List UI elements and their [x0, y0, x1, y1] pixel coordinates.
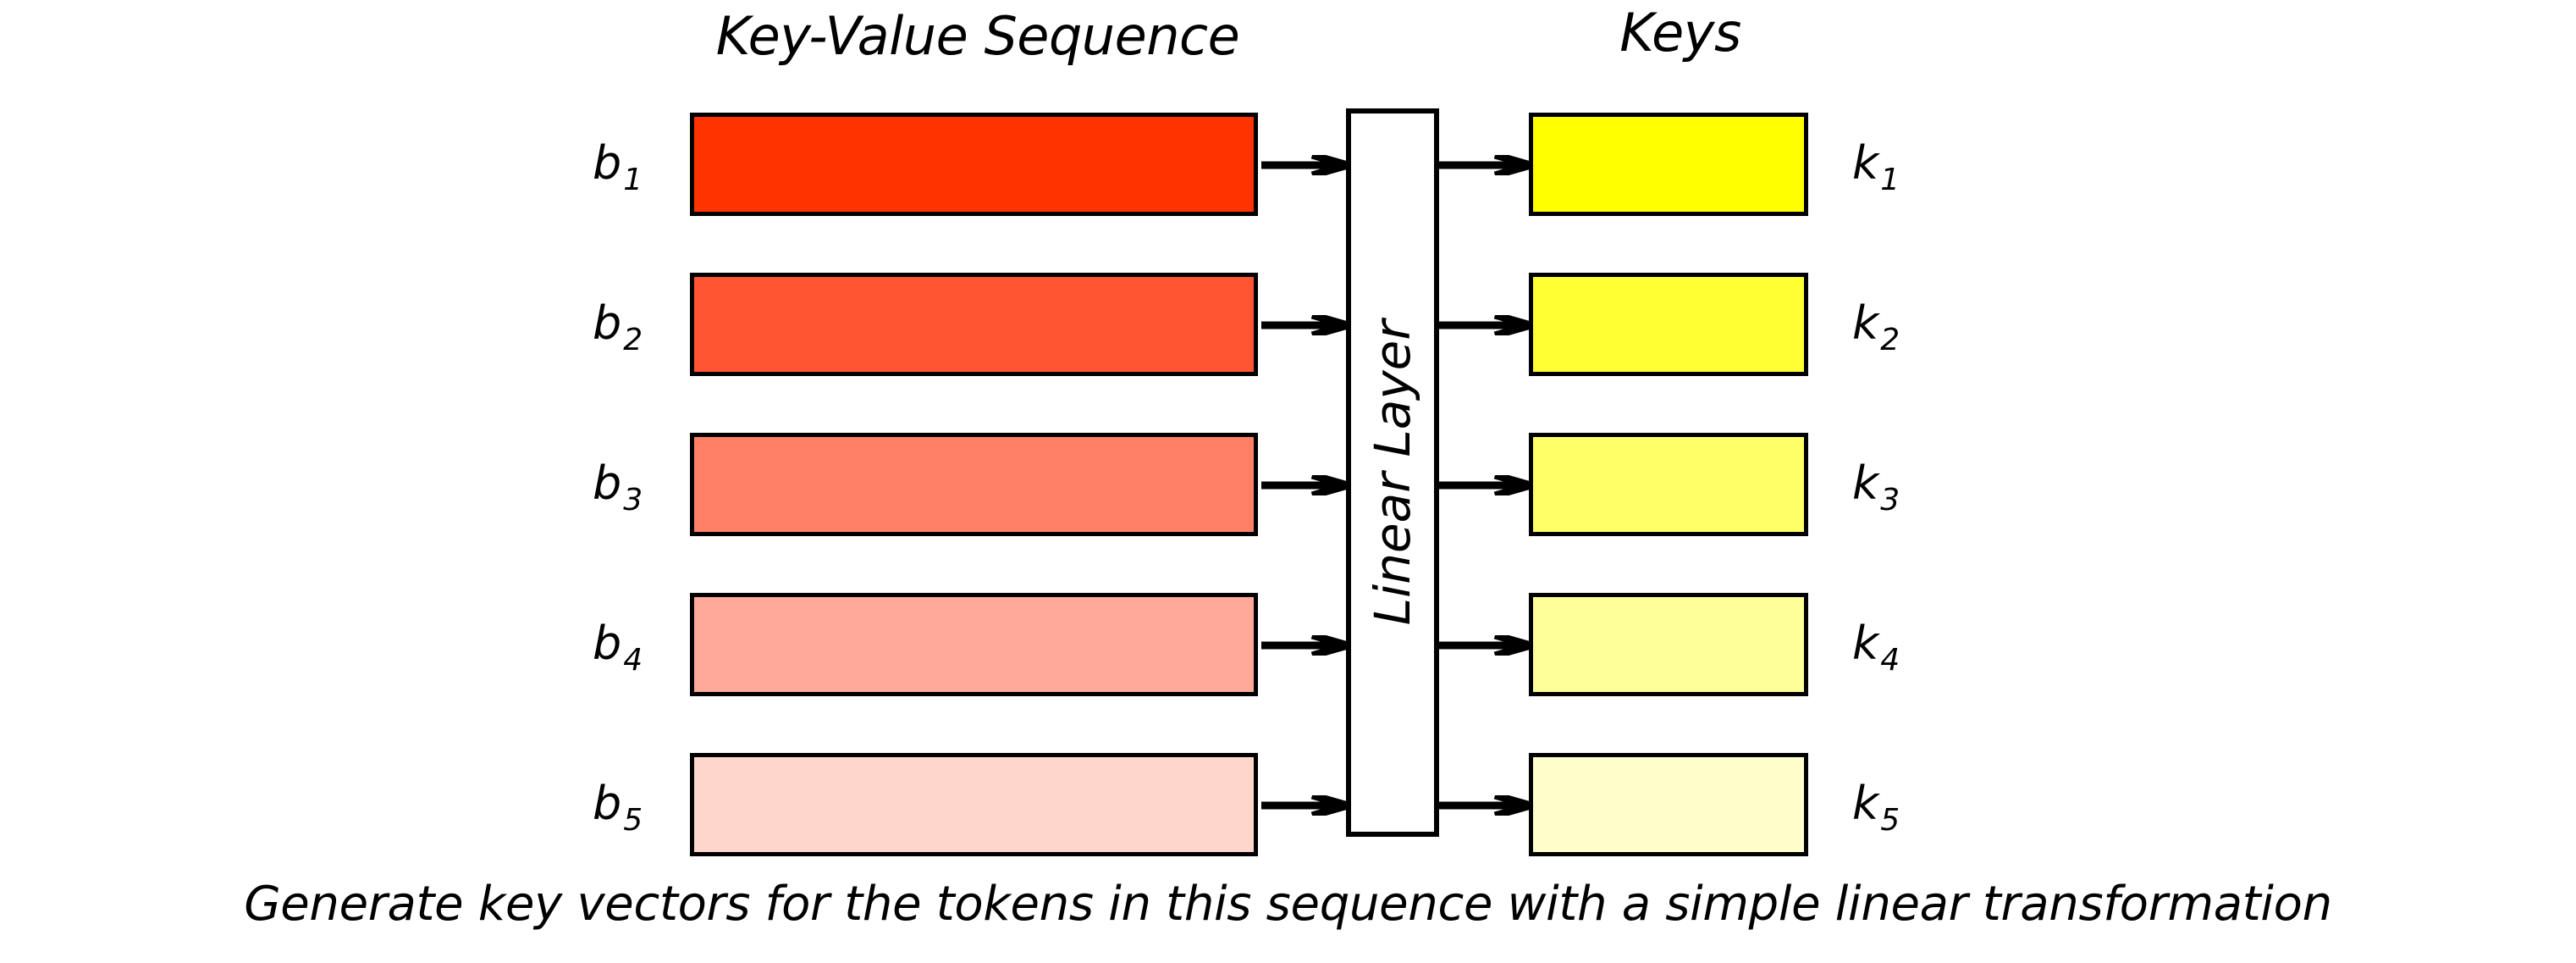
input-token-subscript: 2	[623, 322, 643, 357]
input-token-label-1: b1	[593, 141, 643, 196]
output-arrow-1	[1439, 155, 1532, 175]
key-value-bar-5[interactable]	[690, 753, 1258, 856]
key-token-subscript: 2	[1880, 322, 1900, 357]
input-arrow-3	[1261, 475, 1349, 495]
input-token-subscript: 3	[623, 482, 643, 517]
linear-layer-label: Linear Layer	[1364, 319, 1421, 626]
key-bar-2[interactable]	[1529, 273, 1808, 376]
key-token-letter: k	[1852, 136, 1879, 190]
input-token-label-5: b5	[593, 781, 643, 836]
input-token-subscript: 4	[623, 642, 643, 678]
key-token-letter: k	[1852, 457, 1879, 510]
key-bar-1[interactable]	[1529, 113, 1808, 216]
key-token-subscript: 5	[1880, 802, 1900, 838]
input-arrow-4	[1261, 635, 1349, 656]
key-token-subscript: 4	[1880, 642, 1900, 678]
input-arrow-5	[1261, 795, 1349, 816]
input-arrow-2	[1261, 315, 1349, 335]
input-token-label-3: b3	[593, 461, 643, 516]
key-token-label-3: k3	[1852, 461, 1900, 516]
input-token-label-2: b2	[593, 301, 643, 356]
key-token-letter: k	[1852, 777, 1879, 830]
key-token-subscript: 1	[1880, 162, 1900, 197]
input-token-letter: b	[593, 457, 622, 510]
key-token-label-5: k5	[1852, 781, 1900, 836]
key-token-label-1: k1	[1852, 141, 1900, 196]
input-token-subscript: 1	[623, 162, 643, 197]
key-value-bar-2[interactable]	[690, 273, 1258, 376]
key-value-sequence-title: Key-Value Sequence	[715, 5, 1240, 67]
input-token-letter: b	[593, 777, 622, 830]
input-token-letter: b	[593, 136, 622, 190]
figure-caption: Generate key vectors for the tokens in t…	[244, 877, 2332, 932]
keys-title: Keys	[1619, 2, 1741, 64]
output-arrow-4	[1439, 635, 1532, 656]
input-token-letter: b	[593, 296, 622, 350]
input-token-subscript: 5	[623, 802, 643, 838]
input-token-letter: b	[593, 617, 622, 670]
output-arrow-2	[1439, 315, 1532, 335]
key-bar-3[interactable]	[1529, 433, 1808, 536]
key-value-bar-4[interactable]	[690, 593, 1258, 696]
key-value-bar-1[interactable]	[690, 113, 1258, 216]
input-token-label-4: b4	[593, 621, 643, 676]
key-token-letter: k	[1852, 617, 1879, 670]
output-arrow-3	[1439, 475, 1532, 495]
key-token-letter: k	[1852, 296, 1879, 350]
key-token-label-4: k4	[1852, 621, 1900, 676]
input-arrow-1	[1261, 155, 1349, 175]
key-token-label-2: k2	[1852, 301, 1900, 356]
key-bar-5[interactable]	[1529, 753, 1808, 856]
key-value-bar-3[interactable]	[690, 433, 1258, 536]
key-token-subscript: 3	[1880, 482, 1900, 517]
linear-layer-box[interactable]: Linear Layer	[1346, 108, 1439, 837]
key-bar-4[interactable]	[1529, 593, 1808, 696]
output-arrow-5	[1439, 795, 1532, 816]
